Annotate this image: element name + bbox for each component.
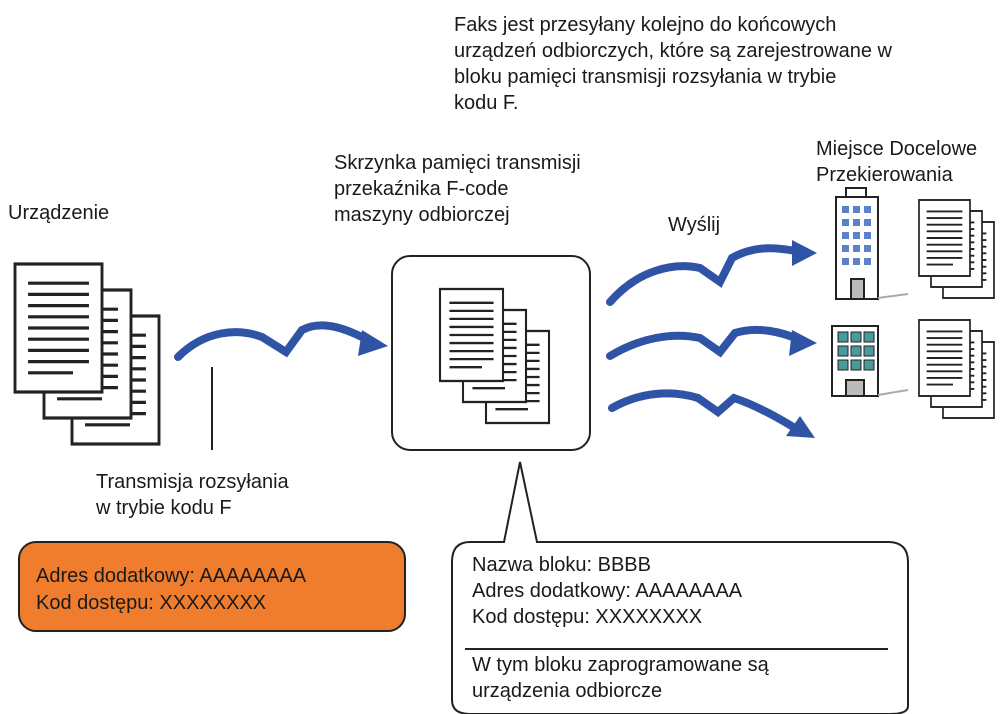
arrow-heads <box>358 240 817 438</box>
send-arrow-2 <box>606 325 804 360</box>
top-note-line: Faks jest przesyłany kolejno do końcowyc… <box>454 14 837 36</box>
top-note-line: kodu F. <box>454 92 519 114</box>
block-access-code: Kod dostępu: XXXXXXXX <box>472 606 703 628</box>
send-arrow-2-head <box>789 330 817 356</box>
block-callout-note: W tym bloku zaprogramowane są urządzenia… <box>472 652 769 704</box>
destination-label-line: Przekierowania <box>816 164 953 186</box>
sender-address: Adres dodatkowy: AAAAAAAA <box>36 565 307 587</box>
arrows <box>174 244 804 434</box>
send-arrow-3 <box>608 389 802 434</box>
transmission-label-line: Transmisja rozsyłania <box>96 471 289 493</box>
building-tall-icon <box>835 187 909 300</box>
send-arrow-3-head <box>786 416 815 438</box>
sender-document-stack-icon <box>13 262 161 446</box>
top-note: Faks jest przesyłany kolejno do końcowyc… <box>454 12 892 116</box>
destination-label: Miejsce Docelowe Przekierowania <box>816 136 1006 188</box>
mailbox-label: Skrzynka pamięci transmisji przekaźnika … <box>334 150 581 228</box>
transmission-arrow-head <box>358 330 388 356</box>
building-short-icon <box>831 325 909 397</box>
destination-1-document-stack-icon <box>918 199 995 299</box>
block-callout-details: Nazwa bloku: BBBB Adres dodatkowy: AAAAA… <box>472 552 742 630</box>
top-note-line: bloku pamięci transmisji rozsyłania w tr… <box>454 66 837 88</box>
block-name: Nazwa bloku: BBBB <box>472 554 651 576</box>
block-note-line: urządzenia odbiorcze <box>472 680 663 702</box>
transmission-label-line: w trybie kodu F <box>96 497 232 519</box>
sender-access-code: Kod dostępu: XXXXXXXX <box>36 592 267 614</box>
block-note-line: W tym bloku zaprogramowane są <box>472 654 769 676</box>
send-arrow-1 <box>606 244 804 306</box>
top-note-line: urządzeń odbiorczych, które są zarejestr… <box>454 40 892 62</box>
block-address: Adres dodatkowy: AAAAAAAA <box>472 580 743 602</box>
mailbox-label-line: przekaźnika F-code <box>334 178 509 200</box>
mailbox-label-line: Skrzynka pamięci transmisji <box>334 152 581 174</box>
transmission-label: Transmisja rozsyłania w trybie kodu F <box>96 469 289 521</box>
destination-2-document-stack-icon <box>918 319 995 419</box>
send-label: Wyślij <box>668 214 721 236</box>
mailbox-label-line: maszyny odbiorczej <box>334 204 510 226</box>
sender-info-box: Adres dodatkowy: AAAAAAAA Kod dostępu: X… <box>18 541 406 632</box>
device-label: Urządzenie <box>8 202 110 224</box>
send-arrow-1-head <box>792 240 817 266</box>
transmission-arrow <box>174 321 376 361</box>
destination-label-line: Miejsce Docelowe <box>816 138 978 160</box>
